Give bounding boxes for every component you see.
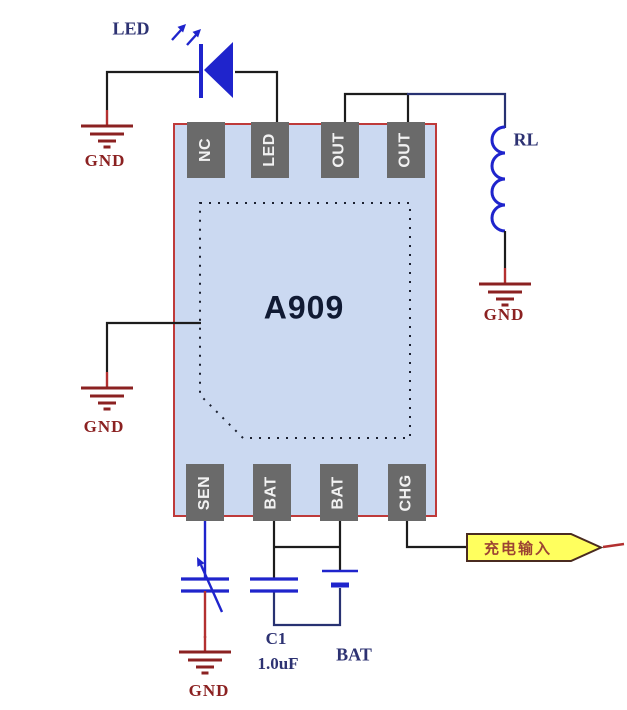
chip-name: A909 <box>263 289 345 326</box>
gnd-label-chip: GND <box>83 417 125 436</box>
charge-input-stub-wire <box>602 542 625 549</box>
pin-led-label: LED <box>261 133 278 167</box>
pin-chg-label: CHG <box>398 473 415 512</box>
pin-nc-label: NC <box>196 137 214 163</box>
capacitor-c1-icon <box>250 577 298 593</box>
pin-chg: CHG <box>388 464 426 521</box>
pin-bat-2-label: BAT <box>329 475 347 510</box>
pin-nc: NC <box>187 122 225 178</box>
chg-wire <box>405 519 466 549</box>
bat-circuit-wires <box>272 519 342 627</box>
pin-bat-1: BAT <box>253 464 291 521</box>
led-circuit-wires <box>105 70 279 122</box>
gnd-label-inductor: GND <box>483 305 525 324</box>
led-diode-icon <box>199 42 233 98</box>
gnd-label-sensor: GND <box>188 681 230 700</box>
pin-sen-label: SEN <box>196 475 213 510</box>
ground-symbol-led <box>79 108 135 149</box>
capacitor-designator: C1 <box>265 629 287 648</box>
pin-bat-1-label: BAT <box>262 475 280 510</box>
battery-label: BAT <box>336 644 372 665</box>
pin-sen: SEN <box>186 464 224 521</box>
pin-out-2-label: OUT <box>397 132 414 168</box>
gnd-label-led: GND <box>84 151 126 170</box>
inductor-icon <box>490 125 506 233</box>
ground-symbol-chip <box>79 370 135 411</box>
ground-symbol-sensor <box>177 634 233 675</box>
pin-out-2: OUT <box>387 122 425 178</box>
pin-out-1-label: OUT <box>331 132 348 168</box>
battery-icon <box>322 569 358 588</box>
ground-symbol-inductor <box>477 266 533 307</box>
pin-led: LED <box>251 122 289 178</box>
led-label: LED <box>112 18 150 39</box>
pin-bat-2: BAT <box>320 464 358 521</box>
capacitor-value: 1.0uF <box>257 654 299 673</box>
inductor-label: RL <box>513 129 539 150</box>
charge-input-label: 充电输入 <box>483 540 553 558</box>
led-emission-arrows-icon <box>171 24 201 46</box>
variable-capacitor-icon <box>181 557 229 613</box>
pin-out-1: OUT <box>321 122 359 178</box>
